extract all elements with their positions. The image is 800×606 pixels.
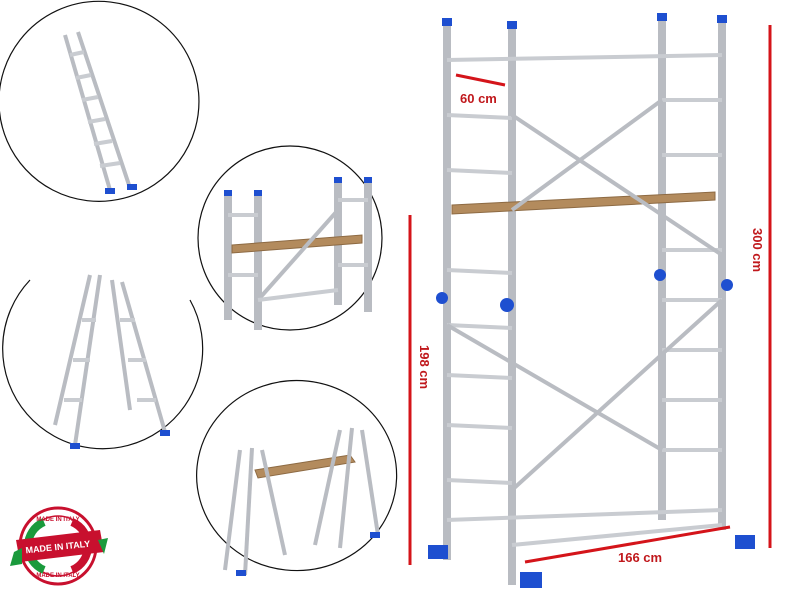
circle-frame (196, 379, 398, 572)
total-height-label: 300 cm (750, 228, 765, 272)
circle-frame (197, 145, 383, 331)
platform-height-label: 198 cm (417, 345, 432, 389)
depth-label: 60 cm (460, 91, 497, 106)
dimension-total-height: 300 cm (750, 25, 772, 548)
dimension-width: 166 cm (524, 525, 731, 565)
badge-bottom-text: MADE IN ITALY (36, 573, 79, 579)
config-step-ladder (2, 274, 204, 450)
config-small-scaffold (197, 145, 383, 331)
dimension-depth: 60 cm (455, 73, 506, 106)
circle-frame (0, 0, 200, 202)
main-scaffold (428, 13, 755, 588)
made-in-italy-badge: MADE IN ITALY MADE IN ITALY MADE IN ITAL… (10, 506, 108, 586)
width-label: 166 cm (618, 550, 662, 565)
config-straight-ladder (0, 0, 200, 202)
badge-top-text: MADE IN ITALY (36, 517, 79, 523)
dimension-platform-height: 198 cm (408, 215, 432, 565)
config-double-stepladder-platform (196, 379, 398, 576)
circle-frame (2, 279, 204, 450)
